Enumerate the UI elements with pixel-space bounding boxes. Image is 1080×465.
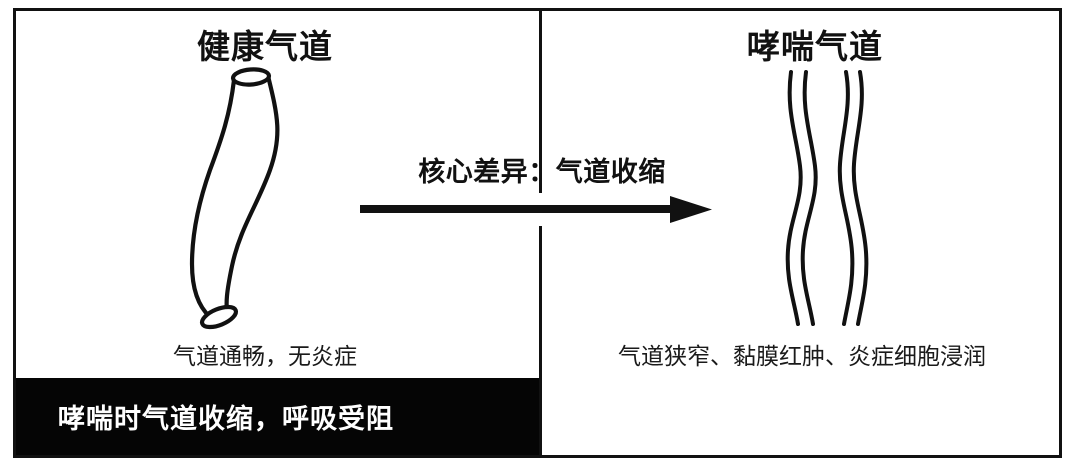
left-panel-title: 健康气道 <box>197 28 333 65</box>
right-arrow-icon <box>360 196 712 223</box>
right-panel-title: 哮喘气道 <box>747 28 883 65</box>
right-panel-caption: 气道狭窄、黏膜红肿、炎症细胞浸润 <box>618 343 986 369</box>
constricted-airway-lines-icon <box>785 70 869 326</box>
summary-banner: 哮喘时气道收缩，呼吸受阻 <box>16 378 539 455</box>
healthy-airway-tube-icon <box>189 67 280 330</box>
core-difference-arrow-group: 核心差异：气道收缩 <box>352 150 732 228</box>
summary-banner-text: 哮喘时气道收缩，呼吸受阻 <box>58 404 394 434</box>
panel-divider-top <box>539 11 542 193</box>
panel-divider-bottom <box>539 226 542 455</box>
left-panel-caption: 气道通畅，无炎症 <box>173 343 357 369</box>
core-difference-label: 核心差异：气道收缩 <box>418 157 666 187</box>
